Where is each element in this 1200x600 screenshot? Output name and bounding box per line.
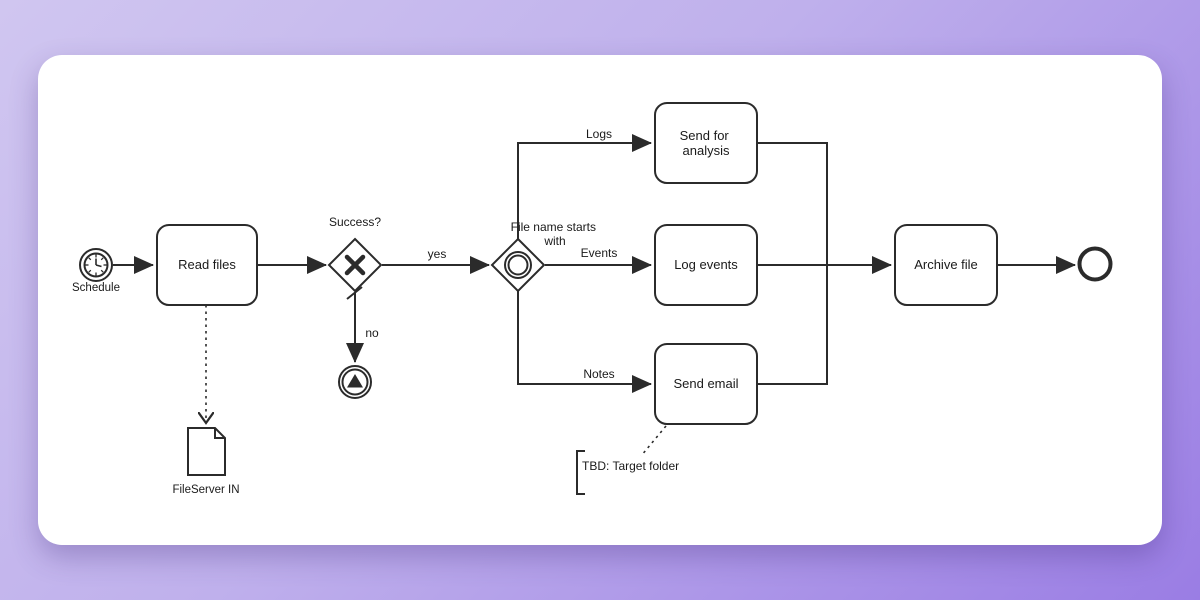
- task-read-files-label: Read files: [178, 257, 236, 272]
- annotation-association: [640, 425, 667, 457]
- task-send-email[interactable]: Send email: [654, 343, 758, 425]
- flow-label-events: Events: [581, 246, 618, 260]
- document-icon: [187, 427, 226, 476]
- sequence-flows: [113, 134, 1076, 457]
- annotation-tbd-target-folder[interactable]: TBD: Target folder: [576, 450, 679, 495]
- flow-label-no: no: [365, 326, 379, 340]
- annotation-text: TBD: Target folder: [582, 459, 679, 473]
- flow-label-logs: Logs: [586, 127, 612, 141]
- triangle-icon: [347, 374, 363, 388]
- data-object-label: FileServer IN: [172, 484, 239, 496]
- annotation-bracket-icon: [576, 450, 585, 495]
- bpmn-diagram-canvas: Schedule Read files Success? File name s…: [72, 102, 1113, 496]
- start-event-label: Schedule: [72, 282, 120, 294]
- start-event-schedule[interactable]: Schedule: [72, 248, 120, 294]
- gateway-success-label: Success?: [329, 215, 381, 229]
- diagram-card: Schedule Read files Success? File name s…: [38, 55, 1162, 545]
- end-event[interactable]: [1077, 246, 1113, 282]
- data-object-fileserver-in[interactable]: FileServer IN: [172, 427, 240, 496]
- x-marker-icon: [344, 254, 366, 276]
- task-send-email-label: Send email: [673, 376, 738, 391]
- task-send-for-analysis-label: Send for analysis: [680, 128, 733, 158]
- default-flow-slash-icon: [346, 286, 363, 300]
- flow-notes: [517, 291, 652, 393]
- gateway-event-label: File name starts with: [511, 220, 600, 248]
- clock-icon: [83, 252, 109, 278]
- task-archive-file-label: Archive file: [914, 257, 978, 272]
- double-circle-icon: [504, 251, 532, 279]
- task-send-for-analysis[interactable]: Send for analysis: [654, 102, 758, 184]
- flow-send-for-analysis-out: [757, 142, 828, 265]
- flow-label-notes: Notes: [583, 367, 614, 381]
- signal-intermediate-event[interactable]: [338, 365, 372, 399]
- task-archive-file[interactable]: Archive file: [894, 224, 998, 306]
- flow-logs: [517, 134, 652, 239]
- gateway-file-name-starts-with[interactable]: File name starts with: [490, 220, 600, 293]
- flow-label-yes: yes: [428, 247, 447, 261]
- task-read-files[interactable]: Read files: [156, 224, 258, 306]
- gateway-success[interactable]: Success?: [327, 215, 383, 293]
- task-log-events[interactable]: Log events: [654, 224, 758, 306]
- task-log-events-label: Log events: [674, 257, 738, 272]
- flow-send-email-out: [757, 265, 828, 385]
